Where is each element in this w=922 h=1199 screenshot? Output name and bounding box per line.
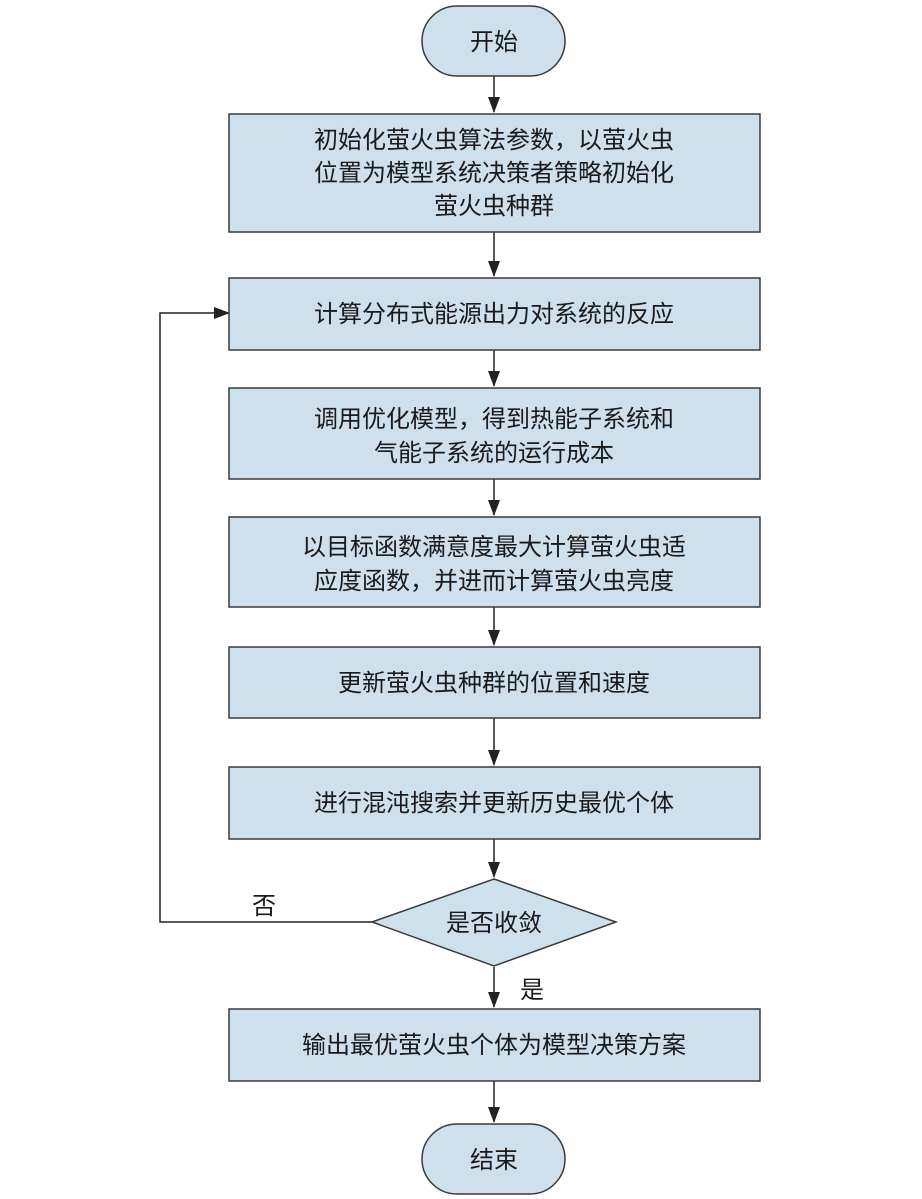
output-label: 输出最优萤火虫个体为模型决策方案 bbox=[302, 1031, 686, 1059]
chaos-search-label: 进行混沌搜索并更新历史最优个体 bbox=[314, 789, 674, 817]
init-label-line-1: 初始化萤火虫算法参数，以萤火虫 bbox=[314, 126, 674, 154]
update-process-box: 更新萤火虫种群的位置和速度 bbox=[228, 646, 761, 719]
edge-label-no: 否 bbox=[252, 892, 276, 920]
fitness-process-box: 以目标函数满意度最大计算萤火虫适 应度函数，并进而计算萤火虫亮度 bbox=[228, 516, 761, 608]
call-model-process-box: 调用优化模型，得到热能子系统和 气能子系统的运行成本 bbox=[228, 387, 761, 480]
fitness-label-line-2: 应度函数，并进而计算萤火虫亮度 bbox=[314, 567, 674, 595]
calc-response-process-box: 计算分布式能源出力对系统的反应 bbox=[228, 277, 761, 351]
init-label-line-2: 位置为模型系统决策者策略初始化 bbox=[314, 159, 674, 187]
end-terminal: 结束 bbox=[421, 1123, 566, 1195]
edge-converge-to-calc-response bbox=[159, 307, 372, 923]
chaos-search-process-box: 进行混沌搜索并更新历史最优个体 bbox=[228, 766, 761, 840]
start-label: 开始 bbox=[470, 28, 518, 56]
update-label: 更新萤火虫种群的位置和速度 bbox=[338, 669, 650, 697]
call-model-label-line-2: 气能子系统的运行成本 bbox=[374, 439, 614, 467]
edge-label-yes: 是 bbox=[520, 976, 544, 1004]
call-model-label-line-1: 调用优化模型，得到热能子系统和 bbox=[314, 405, 674, 433]
output-process-box: 输出最优萤火虫个体为模型决策方案 bbox=[228, 1008, 761, 1082]
start-terminal: 开始 bbox=[421, 5, 566, 77]
converge-decision-diamond: 是否收敛 bbox=[369, 878, 619, 967]
init-process-box: 初始化萤火虫算法参数，以萤火虫 位置为模型系统决策者策略初始化 萤火虫种群 bbox=[228, 113, 761, 233]
calc-response-label: 计算分布式能源出力对系统的反应 bbox=[314, 300, 674, 328]
init-label-line-3: 萤火虫种群 bbox=[434, 192, 554, 220]
converge-label: 是否收敛 bbox=[446, 909, 542, 937]
fitness-label-line-1: 以目标函数满意度最大计算萤火虫适 bbox=[302, 533, 686, 561]
end-label: 结束 bbox=[470, 1146, 518, 1174]
